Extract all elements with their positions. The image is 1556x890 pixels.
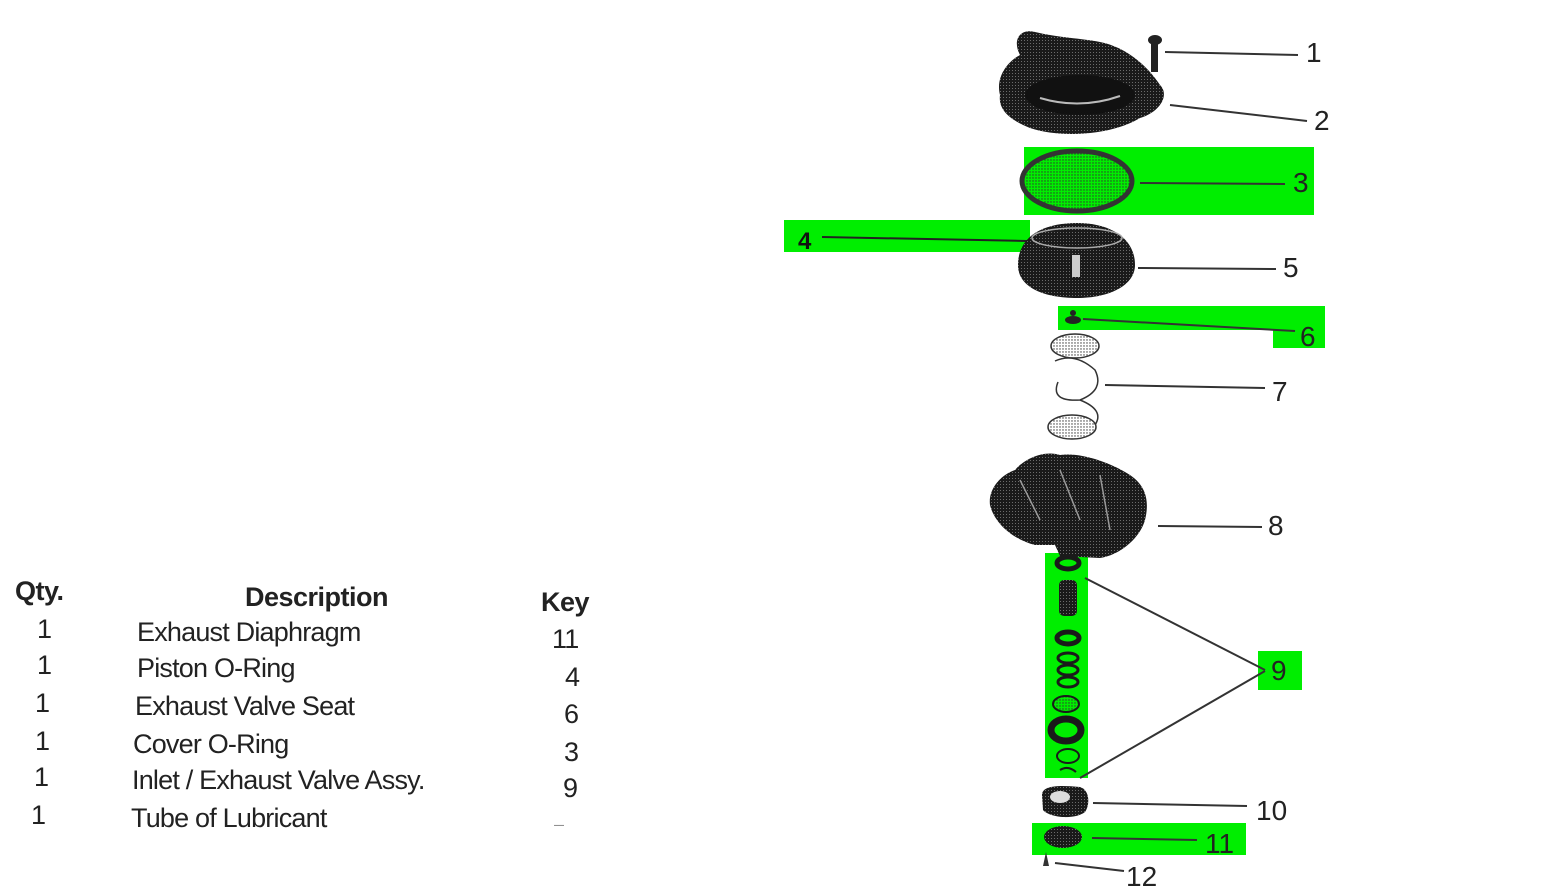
callout-3: 3 [1293, 167, 1309, 198]
highlight-key-4 [784, 220, 1030, 252]
callout-9: 9 [1271, 655, 1287, 686]
callout-12: 12 [1126, 861, 1157, 890]
callout-8: 8 [1268, 510, 1284, 541]
row-description: Inlet / Exhaust Valve Assy. [132, 765, 425, 795]
row-key: — [554, 820, 564, 831]
callout-4: 4 [798, 228, 812, 255]
part-piston [821, 223, 1277, 298]
row-description: Piston O-Ring [137, 653, 295, 683]
row-qty: 1 [34, 762, 49, 792]
callout-labels: 1 2 3 4 5 6 7 8 9 10 11 12 [798, 37, 1330, 890]
row-qty: 1 [35, 726, 50, 756]
row-qty: 1 [31, 800, 46, 830]
part-exhaust-diaphragm [1044, 826, 1198, 848]
row-qty: 1 [37, 650, 52, 680]
part-cover [999, 31, 1308, 134]
callout-6: 6 [1300, 321, 1316, 352]
row-qty: 1 [35, 688, 50, 718]
row-qty: 1 [37, 614, 52, 644]
callout-1: 1 [1306, 37, 1322, 68]
row-key: 6 [564, 699, 579, 729]
part-valve-assembly [1047, 554, 1266, 779]
callout-10: 10 [1256, 795, 1287, 826]
callout-7: 7 [1272, 376, 1288, 407]
header-key: Key [541, 587, 590, 617]
row-key: 9 [563, 773, 578, 803]
row-description: Exhaust Diaphragm [137, 617, 361, 647]
part-exhaust-valve-seat [1065, 310, 1296, 332]
header-description: Description [245, 582, 389, 612]
row-description: Tube of Lubricant [131, 803, 327, 833]
row-key: 11 [552, 624, 579, 654]
header-qty: Qty. [15, 576, 64, 606]
highlight-key-6-label [1273, 306, 1325, 348]
part-body [989, 453, 1263, 558]
part-valve-cap [1042, 785, 1248, 818]
part-small-fitting [1043, 852, 1125, 872]
callout-11: 11 [1205, 828, 1234, 859]
highlight-key-9-label [1258, 651, 1302, 690]
callout-2: 2 [1314, 105, 1330, 136]
part-screw [1148, 35, 1299, 72]
part-spring [1047, 333, 1266, 440]
row-description: Exhaust Valve Seat [135, 691, 355, 721]
row-key: 4 [565, 662, 580, 692]
row-key: 3 [564, 737, 579, 767]
callout-5: 5 [1283, 252, 1299, 283]
row-description: Cover O-Ring [133, 729, 289, 759]
part-cover-o-ring [1019, 148, 1286, 214]
